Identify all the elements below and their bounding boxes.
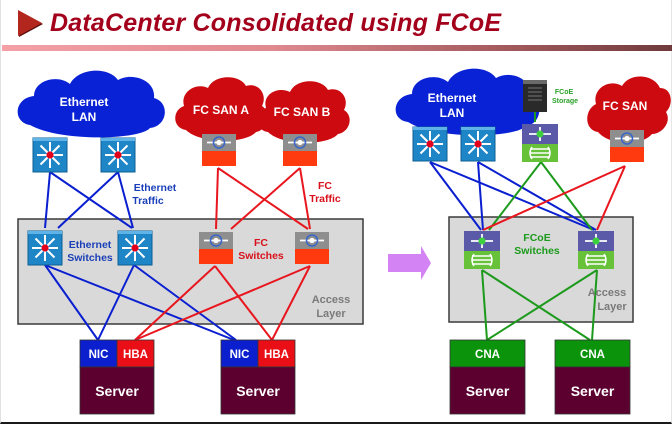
ethernet-switches-label-2: Switches (67, 252, 113, 264)
fcoe-access-switch-icon (463, 230, 501, 270)
ethernet-lan-label-1: Ethernet (60, 95, 109, 109)
ethernet-switches-label-1: Ethernet (69, 239, 112, 251)
ethernet-access-switch-icon (117, 230, 153, 266)
ethernet-links (44, 171, 237, 341)
fc-links (482, 165, 626, 231)
ethernet-core-switch-icon (460, 126, 496, 162)
ethernet-traffic-label-2: Traffic (132, 195, 164, 207)
fc-switches-label-2: Switches (238, 250, 284, 262)
title-bullet-icon (18, 10, 42, 36)
fc-san-label: FC SAN (603, 99, 648, 113)
right-panel-after: Ethernet LAN FC SAN FCoE Storage (395, 68, 671, 415)
fcoe-access-switch-icon (577, 230, 615, 270)
fc-san-b-cloud (257, 81, 350, 143)
access-layer-label-1: Access (312, 294, 351, 306)
fc-access-switch-icon (198, 231, 234, 265)
fc-access-switch-icon (294, 231, 330, 265)
ethernet-core-switch-icon (412, 126, 448, 162)
fc-core-switch-icon (282, 133, 318, 167)
fcoe-links (481, 161, 598, 341)
hba-label: HBA (264, 349, 289, 361)
slide-title-bar: DataCenter Consolidated using FCoE (18, 6, 501, 40)
fc-san-b-label: FC SAN B (274, 105, 331, 119)
server-3: CNA Server (449, 339, 526, 415)
ethernet-core-switch-icon (100, 137, 136, 173)
fcoe-storage-icon (523, 80, 547, 122)
fc-switches-label-1: FC (254, 237, 268, 249)
ethernet-lan-cloud (17, 70, 165, 138)
fcoe-switches-label-1: FCoE (523, 232, 550, 244)
server-4: CNA Server (554, 339, 631, 415)
fcoe-core-switch-icon (521, 123, 559, 163)
transition-arrow-icon (388, 246, 431, 280)
slide-title: DataCenter Consolidated using FCoE (50, 8, 502, 37)
server-2: NIC HBA Server (220, 339, 296, 415)
access-layer-label-2: Layer (316, 308, 346, 320)
ethernet-traffic-label-1: Ethernet (134, 182, 177, 194)
ethernet-lan-label-2: LAN (440, 106, 465, 120)
fc-links (134, 167, 311, 341)
fc-san-a-cloud (175, 77, 268, 141)
fcoe-switches-label-2: Switches (514, 245, 560, 257)
cna-label: CNA (475, 349, 500, 361)
title-divider (2, 45, 672, 51)
hba-label: HBA (123, 349, 148, 361)
ethernet-core-switch-icon (32, 137, 68, 173)
ethernet-lan-cloud (395, 68, 540, 136)
fc-core-switch-icon (201, 133, 237, 167)
fc-traffic-label-1: FC (318, 180, 332, 192)
nic-label: NIC (230, 349, 250, 361)
fc-san-a-label: FC SAN A (193, 103, 250, 117)
left-panel-before: Ethernet LAN FC SAN A FC SAN B (17, 70, 364, 415)
server-label: Server (571, 383, 615, 399)
access-layer-label-2: Layer (597, 301, 627, 313)
ethernet-lan-label-1: Ethernet (428, 91, 477, 105)
ethernet-links (429, 161, 597, 231)
fcoe-storage-label-1: FCoE (555, 89, 574, 96)
ethernet-access-switch-icon (27, 230, 63, 266)
server-label: Server (236, 383, 280, 399)
cna-label: CNA (580, 349, 605, 361)
fc-core-switch-icon (609, 129, 645, 163)
fc-traffic-label-2: Traffic (309, 193, 341, 205)
server-label: Server (466, 383, 510, 399)
ethernet-lan-label-2: LAN (72, 110, 97, 124)
fcoe-storage-label-2: Storage (552, 98, 578, 105)
server-1: NIC HBA Server (79, 339, 155, 415)
server-label: Server (95, 383, 139, 399)
nic-label: NIC (89, 349, 109, 361)
access-layer-label-1: Access (588, 287, 627, 299)
fc-san-cloud (587, 76, 671, 143)
